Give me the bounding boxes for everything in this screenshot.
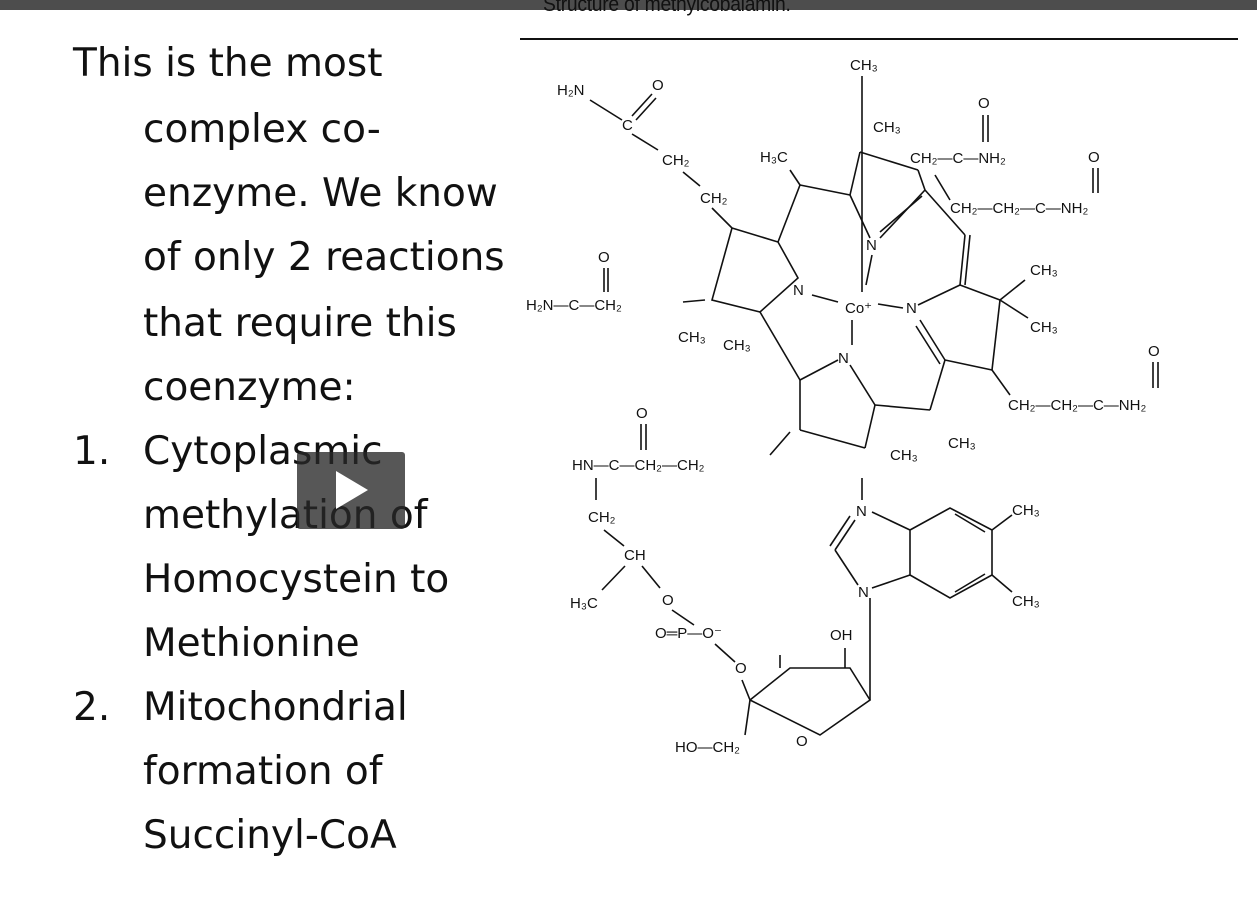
play-icon	[336, 471, 368, 509]
atom-label: O	[796, 733, 808, 750]
atom-label: CH₃	[948, 435, 976, 452]
atom-label: N	[793, 282, 804, 299]
atom-label: CH₂	[700, 190, 728, 207]
atom-label: CH₃	[723, 337, 751, 354]
slide-text-line: that require this	[143, 301, 457, 346]
atom-label: CH₃	[678, 329, 706, 346]
caption-rule	[520, 38, 1238, 40]
video-play-button[interactable]	[297, 452, 405, 529]
atom-label: O	[1148, 343, 1160, 360]
list-number: 2.	[73, 685, 111, 730]
atom-label: H₃C	[570, 595, 598, 612]
atom-label: CH₃	[1030, 262, 1058, 279]
list-item-line: formation of	[143, 749, 383, 794]
atom-label: CH₃	[850, 57, 878, 74]
atom-label: O═P—O⁻	[655, 625, 722, 642]
atom-label: CH₂—CH₂—C—NH₂	[950, 200, 1088, 217]
atom-label: O	[598, 249, 610, 266]
atom-label: C	[622, 117, 633, 134]
list-item-line: Mitochondrial	[143, 685, 408, 730]
window-top-bar	[0, 0, 1257, 10]
slide-text-line: coenzyme:	[143, 365, 356, 410]
list-item-line: Homocystein to	[143, 557, 450, 602]
atom-label: N	[838, 350, 849, 367]
atom-label: CH₃	[1012, 502, 1040, 519]
atom-label: CH₃	[1030, 319, 1058, 336]
atom-label: H₃C	[760, 149, 788, 166]
atom-label: OH	[830, 627, 853, 644]
atom-label: N	[866, 237, 877, 254]
atom-label: O	[1088, 149, 1100, 166]
atom-label: O	[636, 405, 648, 422]
slide-text-line: of only 2 reactions	[143, 235, 505, 280]
atom-label: CH₂	[588, 509, 616, 526]
list-item-line: Methionine	[143, 621, 360, 666]
atom-label: N	[906, 300, 917, 317]
atom-label: O	[662, 592, 674, 609]
atom-label: CH₂—C—NH₂	[910, 150, 1006, 167]
atom-label: H₂N—C—CH₂	[526, 297, 622, 314]
atom-label: CH₂—CH₂—C—NH₂	[1008, 397, 1146, 414]
figure-caption: Structure of methylcobalamin.	[543, 0, 791, 16]
slide-text-line: complex co-	[143, 107, 381, 152]
atom-label: CH₃	[1012, 593, 1040, 610]
list-item-line: Succinyl-CoA	[143, 813, 397, 858]
atom-label: CH₃	[890, 447, 918, 464]
atom-label: N	[856, 503, 867, 520]
list-number: 1.	[73, 429, 111, 474]
atom-label: O	[652, 77, 664, 94]
slide-text-line: This is the most	[73, 41, 383, 86]
atom-label: H₂N	[557, 82, 585, 99]
atom-label: HN—C—CH₂—CH₂	[572, 457, 705, 474]
atom-label: N	[858, 584, 869, 601]
atom-label: Co⁺	[845, 300, 872, 317]
slide-text-line: enzyme. We know	[143, 171, 498, 216]
atom-label: O	[978, 95, 990, 112]
atom-label: CH	[624, 547, 646, 564]
atom-label: CH₃	[873, 119, 901, 136]
atom-label: O	[735, 660, 747, 677]
atom-label: HO—CH₂	[675, 739, 740, 756]
atom-label: CH₂	[662, 152, 690, 169]
